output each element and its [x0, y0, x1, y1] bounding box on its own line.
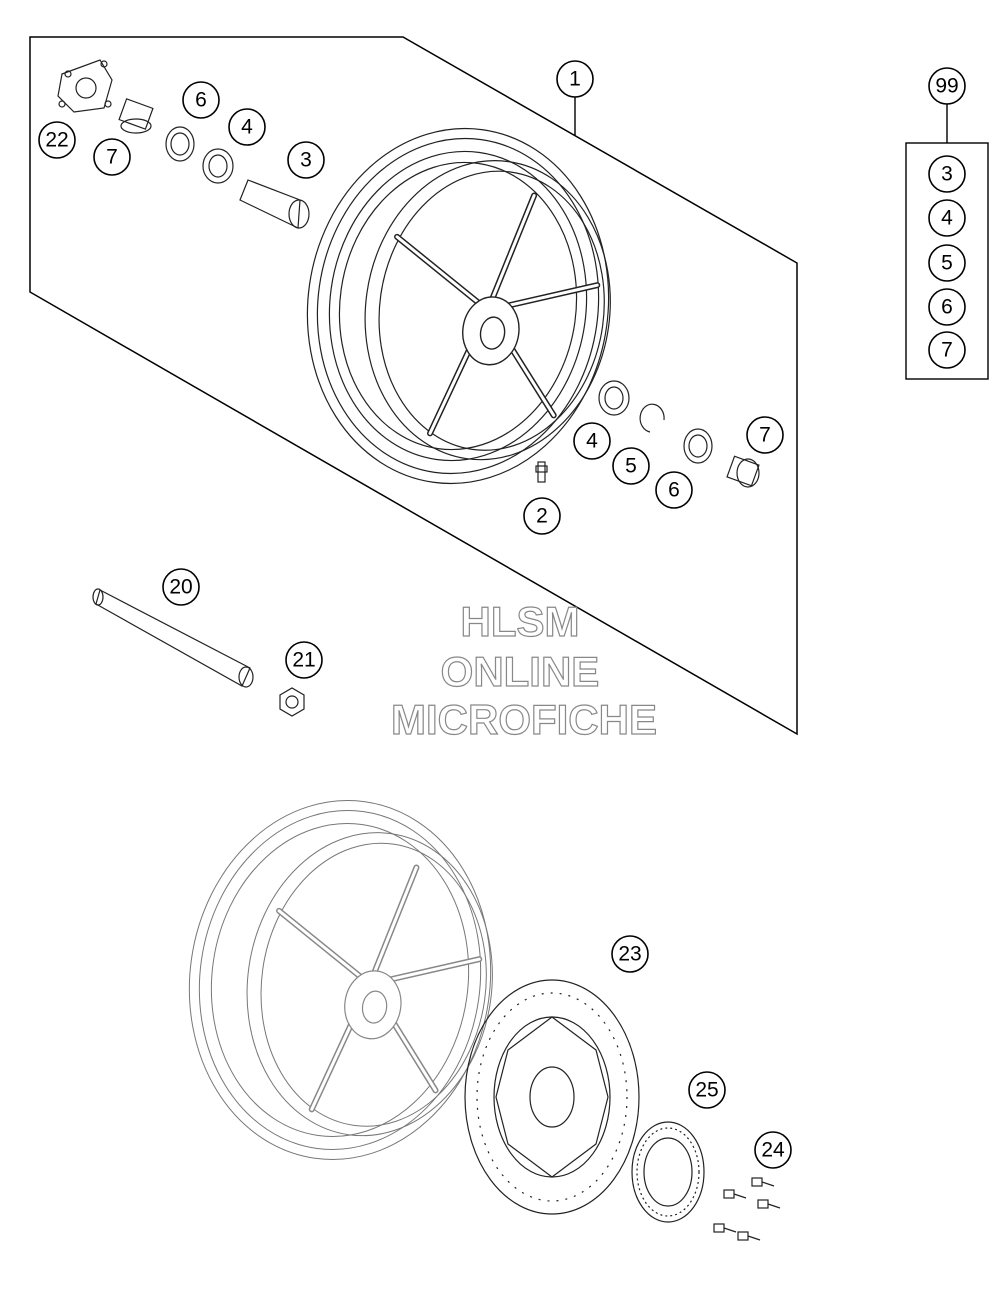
svg-text:7: 7	[106, 146, 118, 169]
ball-bearing-right	[598, 380, 630, 416]
abs-sensor-ring	[631, 1121, 705, 1223]
shaft-seal-left	[165, 126, 195, 162]
spacer-left	[118, 98, 154, 134]
svg-text:7: 7	[941, 339, 953, 362]
svg-text:2: 2	[536, 505, 548, 528]
callout-1[interactable]: 1	[556, 60, 594, 98]
callout-7-right[interactable]: 7	[746, 416, 784, 454]
screws	[713, 1177, 781, 1241]
callout-99[interactable]: 99	[928, 67, 966, 105]
svg-text:20: 20	[169, 576, 192, 599]
callout-3[interactable]: 3	[287, 141, 325, 179]
front-wheel-rim-upper	[306, 127, 611, 485]
svg-text:6: 6	[195, 89, 207, 112]
kit-99-item-6[interactable]: 6	[928, 288, 966, 326]
shaft-seal-right	[683, 428, 713, 464]
callout-6-left[interactable]: 6	[182, 81, 220, 119]
svg-text:99: 99	[935, 75, 958, 98]
callout-4-left[interactable]: 4	[228, 108, 266, 146]
front-wheel-lower	[188, 800, 493, 1160]
callout-4-right[interactable]: 4	[573, 422, 611, 460]
watermark-line-2: ONLINE	[441, 648, 600, 695]
callout-24[interactable]: 24	[754, 1131, 792, 1169]
callout-21[interactable]: 21	[285, 641, 323, 679]
retaining-ring	[639, 403, 665, 433]
spacer-tube	[239, 179, 310, 229]
callout-5[interactable]: 5	[612, 447, 650, 485]
kit-99-item-5[interactable]: 5	[928, 244, 966, 282]
svg-text:25: 25	[695, 1079, 718, 1102]
callout-2[interactable]: 2	[523, 497, 561, 535]
watermark-line-1: HLSM	[461, 598, 580, 645]
callout-6-right[interactable]: 6	[655, 471, 693, 509]
svg-text:1: 1	[569, 68, 581, 91]
svg-text:24: 24	[761, 1139, 785, 1162]
svg-text:4: 4	[241, 116, 253, 139]
kit-99-item-7[interactable]: 7	[928, 331, 966, 369]
callout-20[interactable]: 20	[162, 568, 200, 606]
svg-text:21: 21	[292, 649, 315, 672]
collar-nut	[279, 687, 305, 717]
svg-text:3: 3	[941, 163, 953, 186]
assembly-group-outline	[29, 36, 798, 736]
svg-text:4: 4	[941, 207, 953, 230]
svg-text:4: 4	[586, 430, 598, 453]
svg-text:6: 6	[668, 479, 680, 502]
ball-bearing-left	[202, 148, 234, 184]
brake-disc	[464, 979, 640, 1215]
kit-99-item-3[interactable]: 3	[928, 155, 966, 193]
callout-22[interactable]: 22	[38, 121, 76, 159]
callout-7-left[interactable]: 7	[93, 138, 131, 176]
kit-99-item-4[interactable]: 4	[928, 199, 966, 237]
callout-23[interactable]: 23	[611, 935, 649, 973]
spacer-right	[726, 455, 760, 488]
wheel-spindle	[92, 588, 254, 688]
svg-text:22: 22	[45, 129, 68, 152]
svg-text:7: 7	[759, 424, 771, 447]
svg-text:3: 3	[300, 149, 312, 172]
speed-sensor-bracket	[57, 59, 113, 113]
svg-text:5: 5	[625, 455, 637, 478]
svg-text:5: 5	[941, 252, 953, 275]
svg-text:6: 6	[941, 296, 953, 319]
callout-25[interactable]: 25	[688, 1071, 726, 1109]
svg-text:23: 23	[618, 943, 641, 966]
tire-valve	[535, 461, 548, 483]
watermark-line-3: MICROFICHE	[391, 696, 657, 743]
